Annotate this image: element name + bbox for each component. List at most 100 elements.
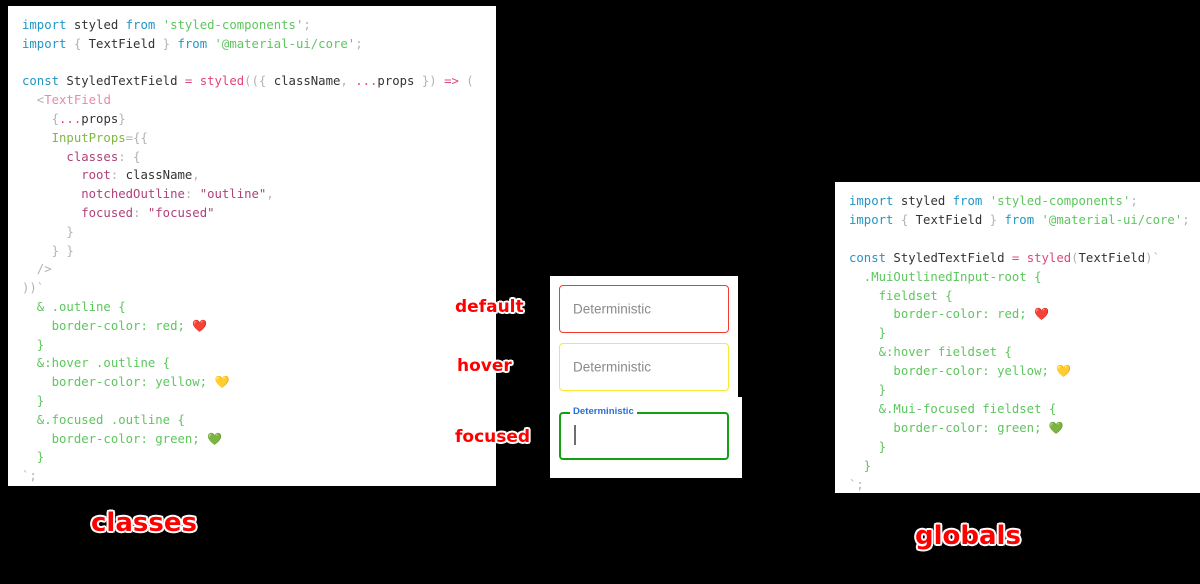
code-token: TextField bbox=[915, 212, 983, 227]
code-line: `; bbox=[22, 467, 482, 486]
textfield-focused[interactable]: Deterministic bbox=[559, 406, 729, 460]
code-token: const bbox=[22, 74, 67, 89]
code-token: border-color: yellow; bbox=[22, 375, 215, 390]
code-token: ❤️ bbox=[192, 318, 208, 333]
code-token: 💛 bbox=[1056, 364, 1072, 379]
code-token: : bbox=[110, 168, 126, 183]
code-token: 💛 bbox=[214, 375, 230, 390]
code-token: } bbox=[22, 450, 45, 465]
code-token: (({ bbox=[244, 74, 274, 89]
code-line: } bbox=[22, 223, 482, 242]
code-token: = bbox=[1011, 250, 1027, 265]
code-token: : bbox=[184, 187, 200, 202]
code-token: } bbox=[849, 458, 872, 473]
code-token: } bbox=[118, 111, 126, 126]
code-line: import styled from 'styled-components'; bbox=[22, 16, 482, 35]
code-token: TextField bbox=[88, 36, 156, 51]
code-token: styled bbox=[1026, 250, 1072, 265]
code-token: border-color: yellow; bbox=[849, 364, 1057, 379]
code-token: styled bbox=[73, 18, 126, 32]
code-token: root bbox=[22, 168, 111, 183]
code-line: const StyledTextField = styled(({ classN… bbox=[22, 72, 482, 91]
code-token: TextField bbox=[44, 93, 111, 108]
code-token: &:hover .outline { bbox=[22, 356, 171, 371]
annotation-focused: focused bbox=[455, 427, 531, 447]
code-token: border-color: red; bbox=[22, 318, 193, 333]
code-line: &.Mui-focused fieldset { bbox=[849, 400, 1186, 419]
code-token: ( bbox=[1071, 250, 1079, 265]
code-line: const StyledTextField = styled(TextField… bbox=[849, 249, 1186, 268]
code-line: ))` bbox=[22, 279, 482, 298]
code-line bbox=[849, 230, 1186, 249]
code-token: = bbox=[184, 74, 200, 89]
code-token: notchedOutline bbox=[22, 187, 185, 202]
code-token: } bbox=[155, 36, 178, 51]
code-token: ; bbox=[303, 18, 311, 32]
code-token: from bbox=[1004, 212, 1042, 227]
code-line: } bbox=[849, 457, 1186, 476]
code-token: )` bbox=[1145, 250, 1160, 265]
code-token: focused bbox=[22, 205, 134, 220]
code-token: styled bbox=[199, 74, 245, 89]
code-token: /> bbox=[22, 262, 52, 277]
code-token: 'styled-components' bbox=[162, 18, 304, 32]
code-token: border-color: green; bbox=[22, 431, 208, 446]
code-token: , bbox=[266, 187, 274, 202]
code-token: "focused" bbox=[147, 205, 215, 220]
code-token: }) bbox=[414, 74, 445, 89]
code-token: } bbox=[849, 326, 887, 341]
text-caret bbox=[574, 425, 576, 445]
code-line: /> bbox=[22, 260, 482, 279]
code-token: ; bbox=[1182, 212, 1190, 227]
code-token: } bbox=[982, 212, 1005, 227]
caption-globals: globals bbox=[915, 521, 1021, 551]
code-token: `; bbox=[22, 469, 37, 484]
code-token: => bbox=[444, 74, 467, 89]
code-token: ( bbox=[466, 74, 474, 89]
code-token: ❤️ bbox=[1034, 307, 1050, 322]
code-token: < bbox=[22, 93, 45, 108]
annotation-hover: hover bbox=[457, 356, 512, 376]
code-token: import bbox=[849, 194, 901, 208]
code-token: classes bbox=[22, 149, 119, 164]
textfield-hover[interactable]: Deterministic bbox=[559, 343, 729, 391]
code-token: border-color: red; bbox=[849, 307, 1035, 322]
code-line: &:hover fieldset { bbox=[849, 343, 1186, 362]
code-line: import { TextField } from '@material-ui/… bbox=[849, 211, 1190, 230]
code-token: { bbox=[73, 36, 89, 51]
code-token: fieldset { bbox=[849, 288, 953, 303]
textfield-default[interactable]: Deterministic bbox=[559, 285, 729, 333]
code-token: import bbox=[849, 212, 901, 227]
code-token: , bbox=[340, 74, 356, 89]
code-line: border-color: green; 💚 bbox=[22, 430, 482, 449]
code-token: props bbox=[81, 111, 119, 126]
code-token: } bbox=[22, 224, 74, 239]
code-token: } bbox=[849, 439, 887, 454]
code-token: "outline" bbox=[199, 187, 267, 202]
code-line: import styled from 'styled-components'; bbox=[849, 192, 1186, 211]
code-token: { bbox=[22, 111, 60, 126]
code-line: & .outline { bbox=[22, 298, 482, 317]
code-line: } bbox=[22, 392, 482, 411]
code-token: className bbox=[273, 74, 341, 89]
code-line: border-color: yellow; 💛 bbox=[849, 362, 1186, 381]
code-line: root: className, bbox=[22, 166, 482, 185]
code-token: 💚 bbox=[207, 431, 223, 446]
code-token: &:hover fieldset { bbox=[849, 345, 1012, 360]
code-token: StyledTextField bbox=[893, 250, 1012, 265]
code-line: } } bbox=[22, 242, 482, 261]
code-token: { bbox=[900, 212, 916, 227]
code-token: ... bbox=[355, 74, 378, 89]
code-token: 'styled-components' bbox=[989, 194, 1131, 208]
code-line: &.focused .outline { bbox=[22, 411, 482, 430]
code-token: , bbox=[192, 168, 200, 183]
code-line: border-color: yellow; 💛 bbox=[22, 373, 482, 392]
code-token: import bbox=[22, 18, 74, 32]
code-token: &.focused .outline { bbox=[22, 412, 185, 427]
code-line: import { TextField } from '@material-ui/… bbox=[22, 35, 482, 54]
code-line bbox=[22, 54, 482, 73]
code-line: notchedOutline: "outline", bbox=[22, 185, 482, 204]
code-token: props bbox=[377, 74, 415, 89]
code-token: : bbox=[133, 205, 148, 220]
code-token: '@material-ui/core' bbox=[214, 36, 356, 51]
